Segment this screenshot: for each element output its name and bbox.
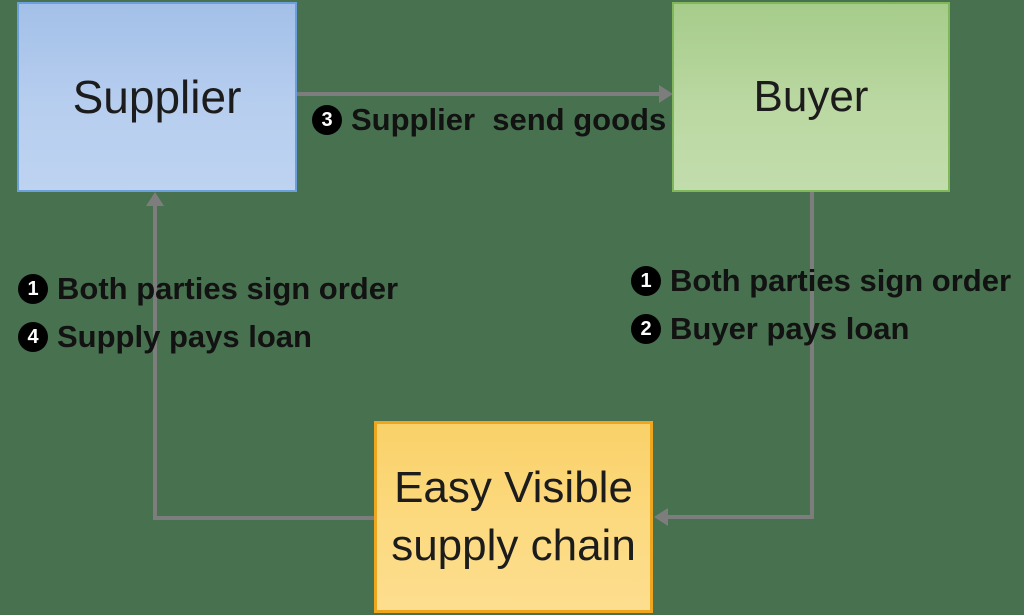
annotation-left-1-text: Both parties sign order (57, 271, 399, 306)
annotation-left-2-text: Supply pays loan (57, 319, 312, 354)
step-4-badge: 4 (18, 322, 48, 352)
edge-label-text: Supplier send goods (351, 102, 667, 137)
arrowhead-into-buyer-icon (659, 85, 673, 103)
annotation-right-1: 1 Both parties sign order (631, 257, 1011, 305)
annotation-right-2: 2 Buyer pays loan (631, 305, 1011, 353)
step-2-badge: 2 (631, 314, 661, 344)
connector-platform-left-line (155, 516, 374, 520)
annotation-left-2: 4 Supply pays loan (18, 313, 398, 361)
node-supplier-label: Supplier (72, 71, 242, 123)
arrowhead-into-supplier-icon (146, 192, 164, 206)
annotation-right-2-text: Buyer pays loan (670, 311, 910, 346)
connector-to-supplier-up-line (153, 206, 157, 520)
step-1-badge: 1 (631, 266, 661, 296)
node-supplier: Supplier (17, 2, 297, 192)
annotation-left-1: 1 Both parties sign order (18, 265, 398, 313)
connector-buyer-down-line (810, 192, 814, 519)
node-buyer: Buyer (672, 2, 950, 192)
annotations-left: 1 Both parties sign order 4 Supply pays … (18, 265, 398, 361)
step-3-badge: 3 (312, 105, 342, 135)
connector-buyer-to-platform-line (668, 515, 814, 519)
arrowhead-into-platform-icon (654, 508, 668, 526)
annotations-right: 1 Both parties sign order 2 Buyer pays l… (631, 257, 1011, 353)
connector-supplier-to-buyer-line (297, 92, 659, 96)
node-platform-label-line2: supply chain (391, 521, 636, 570)
node-buyer-label: Buyer (753, 72, 869, 121)
step-1-badge: 1 (18, 274, 48, 304)
edge-label-supplier-send-goods: 3 Supplier send goods (312, 96, 666, 144)
annotation-right-1-text: Both parties sign order (670, 263, 1012, 298)
node-platform-label-line1: Easy Visible (394, 463, 633, 512)
node-platform: Easy Visible supply chain (374, 421, 653, 613)
